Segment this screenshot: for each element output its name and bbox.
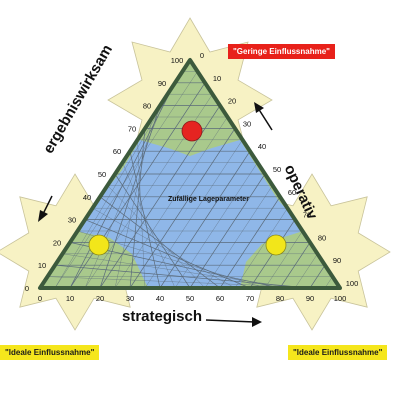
grid-line — [84, 219, 251, 288]
tick-label-left: 50 — [98, 170, 106, 179]
grid-line — [264, 230, 303, 288]
triangle-outline — [38, 58, 342, 290]
tick-label-bottom: 30 — [126, 294, 134, 303]
grid-line — [99, 196, 221, 288]
tick-label-right: 80 — [318, 233, 326, 242]
tick-label-left: 60 — [113, 147, 121, 156]
tick-label-right: 20 — [228, 97, 236, 106]
grid-line — [54, 71, 198, 288]
tick-label-bottom: 40 — [156, 294, 164, 303]
tick-label-bottom: 70 — [246, 294, 254, 303]
tick-label-bottom: 100 — [334, 294, 347, 303]
grid-line — [294, 253, 318, 288]
grid-line — [279, 242, 311, 288]
grid-line — [54, 264, 311, 288]
grid-line — [144, 139, 243, 288]
arrow-right-side — [254, 102, 273, 131]
grid-line — [77, 230, 266, 288]
red-dot — [181, 120, 203, 142]
tick-label-left: 90 — [158, 79, 166, 88]
grid-line — [309, 265, 326, 288]
tick-label-right: 90 — [333, 256, 341, 265]
tick-label-left: 80 — [143, 102, 151, 111]
yellow-dot-right — [265, 234, 287, 256]
label-ideale-einflussnahme-right: "Ideale Einflussnahme" — [288, 345, 388, 360]
tick-label-bottom: 90 — [306, 294, 314, 303]
grid-line — [219, 196, 281, 288]
tick-label-left: 20 — [53, 238, 61, 247]
tick-label-bottom: 0 — [38, 294, 42, 303]
tick-label-bottom: 50 — [186, 294, 194, 303]
triangle-grid — [47, 71, 333, 288]
axis-label-strategisch: strategisch — [122, 308, 203, 325]
center-region-blue — [80, 140, 300, 288]
tick-label-left: 100 — [171, 56, 184, 65]
center-label: Zufällige Lageparameter — [168, 196, 249, 203]
tick-label-bottom: 80 — [276, 294, 284, 303]
tick-label-right: 50 — [273, 165, 281, 174]
grid-line — [234, 208, 288, 288]
grid-line — [92, 208, 236, 288]
tick-label-right: 40 — [258, 142, 266, 151]
grid-line — [107, 185, 206, 288]
tick-label-right: 30 — [243, 119, 251, 128]
yellow-dot-left — [88, 234, 110, 256]
tick-label-bottom: 60 — [216, 294, 224, 303]
grid-line — [204, 185, 273, 288]
tick-label-right: 100 — [346, 279, 359, 288]
tick-label-right: 70 — [303, 211, 311, 220]
grid-line — [114, 116, 228, 288]
tick-label-right: 60 — [288, 188, 296, 197]
label-geringe-einflussnahme: "Geringe Einflussnahme" — [228, 44, 335, 59]
tick-label-left: 70 — [128, 124, 136, 133]
grid-line — [62, 253, 296, 288]
grid-line — [174, 162, 258, 288]
tick-label-bottom: 10 — [66, 294, 74, 303]
arrow-left-side — [38, 195, 53, 222]
tick-label-right: 10 — [213, 74, 221, 83]
grid-line — [114, 173, 191, 288]
arrow-bottom — [205, 317, 262, 327]
tick-label-left: 40 — [83, 193, 91, 202]
tick-label-left: 10 — [38, 261, 46, 270]
label-ideale-einflussnahme-left: "Ideale Einflussnahme" — [0, 345, 100, 360]
tick-labels: 0102030405060708090100100908070605040302… — [25, 51, 358, 303]
tick-label-left: 0 — [25, 284, 29, 293]
tick-label-right: 0 — [200, 51, 204, 60]
tick-label-bottom: 20 — [96, 294, 104, 303]
tick-label-left: 30 — [68, 216, 76, 225]
